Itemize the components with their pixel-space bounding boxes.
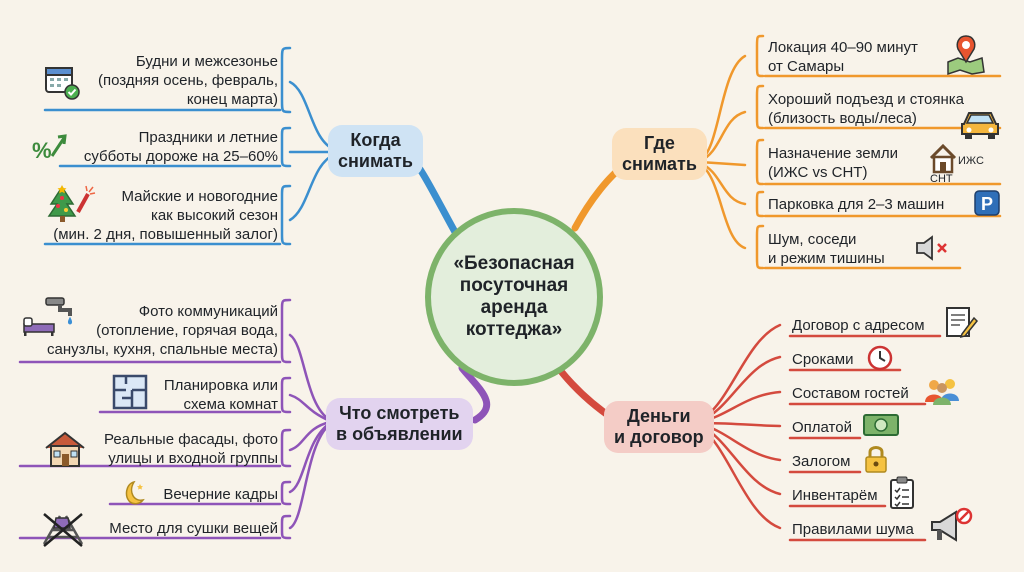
branch-title-when: Когда снимать [328,125,423,177]
megaphone-icon [928,506,974,546]
money-leaf-7: Правилами шума [792,521,914,538]
branch-title-money: Деньги и договор [604,401,714,453]
money-connectors [698,323,942,542]
guests-icon [922,376,964,406]
banknote-icon [862,412,900,438]
where-leaf-5: Шум, соседи и режим тишины [768,231,885,267]
utilities-icon [20,296,80,338]
listing-leaf-4: Вечерние кадры [163,486,278,503]
when-leaf-3: Майские и новогодние как высокий сезон (… [53,188,278,243]
money-leaf-3: Составом гостей [792,385,909,402]
car-icon [958,106,1002,140]
branch-connector-listing [458,364,491,424]
central-topic-line-1: «Безопасная [453,253,575,274]
money-leaf-6: Инвентарём [792,487,878,504]
where-connectors [698,34,1002,270]
where-leaf-2: Хороший подъезд и стоянка (близость воды… [768,91,964,127]
parking-icon: P [974,190,1000,216]
branch-connector-when [411,158,459,236]
calendar-check-icon [42,62,82,102]
where-leaf-1: Локация 40–90 минут от Самары [768,39,918,75]
central-topic-line-3: аренда [480,297,548,318]
where-leaf-4: Парковка для 2–3 машин [768,196,945,213]
tree-firework-icon [46,184,96,224]
house-land-icon: ИЖС СНТ [928,140,988,185]
percent-up-icon: % [30,128,70,168]
listing-leaf-1: Фото коммуникаций (отопление, горячая во… [47,303,278,358]
listing-leaf-3: Реальные фасады, фото улицы и входной гр… [104,431,278,467]
house-icon [44,430,86,468]
checklist-icon [888,476,918,510]
when-leaf-1: Будни и межсезонье (поздняя осень, февра… [98,53,278,108]
when-leaf-2: Праздники и летние субботы дороже на 25–… [83,129,278,165]
money-leaf-2: Сроками [792,351,854,368]
branch-title-where: Где снимать [612,128,707,180]
central-topic-line-4: коттеджа» [465,319,563,340]
moon-icon [116,478,146,508]
money-leaf-1: Договор с адресом [792,317,925,334]
snt-label: СНТ [930,173,953,185]
map-pin-icon [944,32,988,76]
where-leaf-3: Назначение земли (ИЖС vs СНТ) [768,145,899,181]
speaker-mute-icon [914,234,954,262]
clock-icon [866,344,894,372]
lock-icon [864,444,888,474]
branch-title-listing: Что смотреть в объявлении [326,398,473,450]
contract-icon [944,306,979,340]
floor-plan-icon [112,374,148,410]
when-connectors [43,46,337,246]
parking-letter: P [981,194,993,214]
listing-leaf-5: Место для сушки вещей [109,520,278,537]
drying-rack-icon [40,510,86,548]
izhs-label: ИЖС [958,155,984,167]
svg-text:%: % [32,138,52,163]
listing-leaf-2: Планировка или схема комнат [163,377,278,413]
money-leaf-5: Залогом [792,453,851,470]
central-topic-line-2: посуточная [459,275,569,296]
central-topic: «Безопасная посуточная аренда коттеджа» [425,208,603,386]
money-leaf-4: Оплатой [792,419,852,436]
